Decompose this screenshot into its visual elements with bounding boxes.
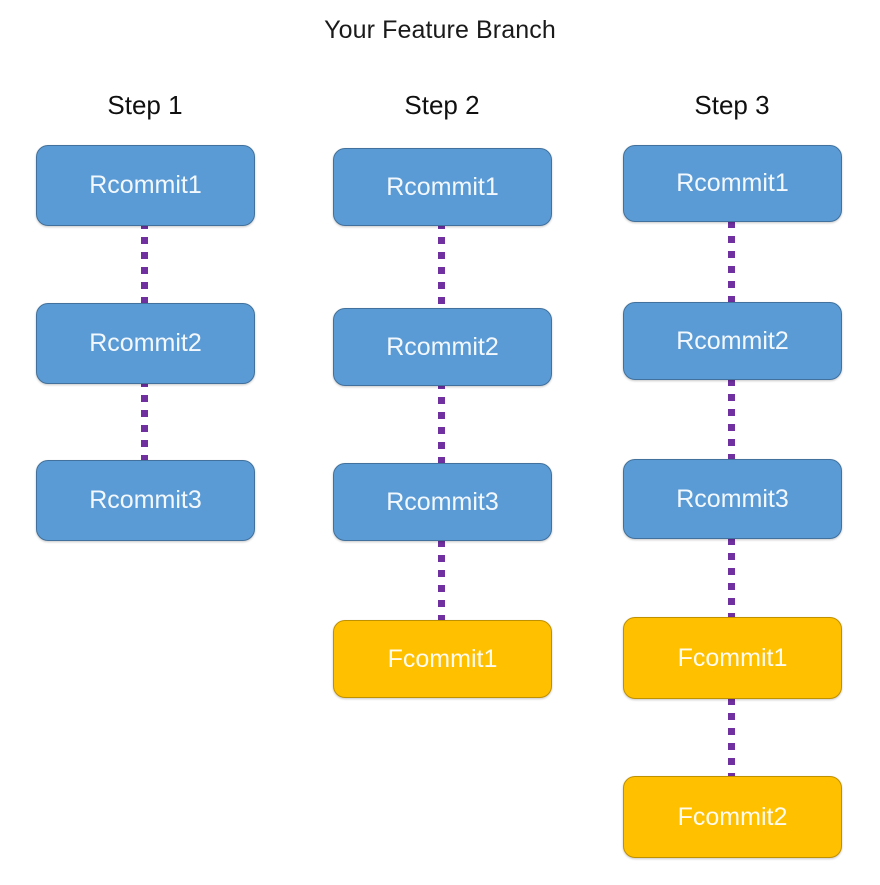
commit-node-fcommit2[interactable]: Fcommit2 <box>623 776 842 858</box>
connector-2-2 <box>438 382 445 466</box>
commit-node-rcommit2[interactable]: Rcommit2 <box>623 302 842 380</box>
commit-node-rcommit3[interactable]: Rcommit3 <box>333 463 552 541</box>
commit-node-rcommit3[interactable]: Rcommit3 <box>623 459 842 539</box>
commit-node-label: Rcommit2 <box>89 329 202 357</box>
connector-2-1 <box>438 222 445 312</box>
commit-node-label: Fcommit1 <box>387 644 498 673</box>
connector-2-3 <box>438 540 445 624</box>
commit-node-rcommit3[interactable]: Rcommit3 <box>36 460 255 541</box>
commit-node-rcommit2[interactable]: Rcommit2 <box>36 303 255 384</box>
commit-node-fcommit1[interactable]: Fcommit1 <box>333 620 552 698</box>
connector-1-2 <box>141 380 148 464</box>
commit-node-label: Rcommit1 <box>386 172 499 201</box>
step-label-3: Step 3 <box>694 90 770 120</box>
commit-node-label: Rcommit2 <box>386 332 499 361</box>
step-column-1: Step 1 Rcommit1 Rcommit2 Rcommit3 <box>25 0 265 885</box>
commit-node-fcommit1[interactable]: Fcommit1 <box>623 617 842 699</box>
page-title: Your Feature Branch <box>324 16 556 44</box>
commit-node-label: Rcommit1 <box>676 169 789 197</box>
step-column-2: Step 2 Rcommit1 Rcommit2 Rcommit3 Fcommi… <box>322 0 562 885</box>
commit-node-label: Rcommit3 <box>676 484 789 513</box>
commit-node-rcommit1[interactable]: Rcommit1 <box>333 148 552 226</box>
commit-node-rcommit1[interactable]: Rcommit1 <box>623 145 842 222</box>
commit-node-label: Rcommit3 <box>386 487 499 516</box>
commit-node-rcommit2[interactable]: Rcommit2 <box>333 308 552 386</box>
connector-3-4 <box>728 698 735 777</box>
commit-node-label: Rcommit3 <box>89 486 202 514</box>
connector-3-3 <box>728 538 735 619</box>
connector-3-2 <box>728 379 735 460</box>
connector-3-1 <box>728 221 735 304</box>
commit-node-label: Fcommit2 <box>677 802 788 831</box>
commit-node-label: Fcommit1 <box>677 643 788 672</box>
connector-1-1 <box>141 222 148 306</box>
step-column-3: Step 3 Rcommit1 Rcommit2 Rcommit3 Fcommi… <box>612 0 852 885</box>
step-label-1: Step 1 <box>107 90 183 120</box>
commit-node-label: Rcommit2 <box>676 326 789 355</box>
step-label-2: Step 2 <box>404 90 480 120</box>
commit-node-rcommit1[interactable]: Rcommit1 <box>36 145 255 226</box>
commit-node-label: Rcommit1 <box>89 171 202 199</box>
